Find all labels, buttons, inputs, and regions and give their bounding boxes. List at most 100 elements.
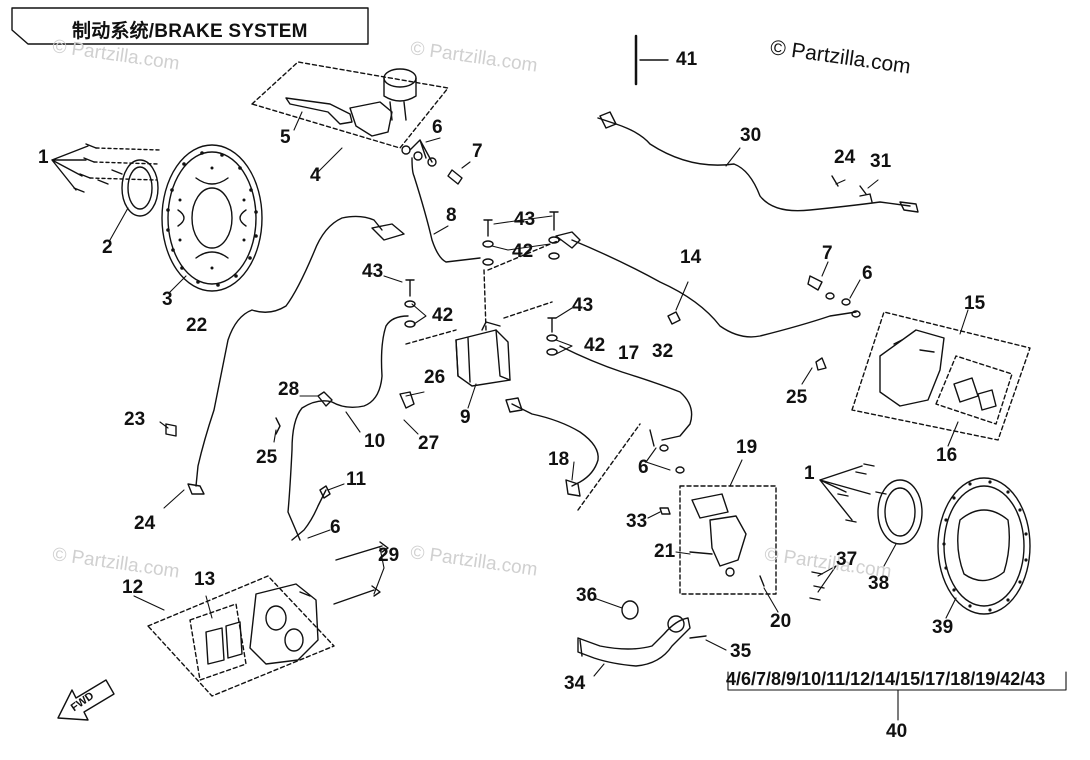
callout-6: 6 <box>638 457 649 478</box>
front-caliper-box <box>147 575 335 697</box>
callout-43: 43 <box>362 261 384 282</box>
front-caliper <box>249 583 319 665</box>
callout-37: 37 <box>836 549 858 570</box>
front-brake-disc <box>161 144 263 292</box>
callout-7: 7 <box>472 141 483 162</box>
callout-1: 1 <box>804 463 815 484</box>
callout-24: 24 <box>134 513 156 534</box>
callout-43: 43 <box>572 295 594 316</box>
front-brake-pads <box>205 621 243 665</box>
callout-42: 42 <box>432 305 454 326</box>
callout-9: 9 <box>460 407 471 428</box>
rear-banjo-washers <box>649 429 685 474</box>
front-disc-bolts <box>51 143 161 193</box>
callout-43: 43 <box>514 209 536 230</box>
callout-19: 19 <box>736 437 758 458</box>
rear-disc-bolts <box>819 463 887 523</box>
callout-2: 2 <box>102 237 113 258</box>
callout-42: 42 <box>584 335 606 356</box>
rear-master-box <box>679 485 777 595</box>
callout-10: 10 <box>364 431 386 452</box>
callout-36: 36 <box>576 585 598 606</box>
callout-41: 41 <box>676 49 698 70</box>
callout-15: 15 <box>964 293 986 314</box>
spring-36 <box>621 600 639 620</box>
callout-23: 23 <box>124 409 146 430</box>
callout-34: 34 <box>564 673 586 694</box>
brake-line-10 <box>287 315 409 541</box>
callout-32: 32 <box>652 341 674 362</box>
front-tone-ring <box>121 159 159 217</box>
diagram-title: 制动系统/BRAKE SYSTEM <box>72 21 308 42</box>
rear-tone-ring <box>877 479 923 545</box>
callout-24: 24 <box>834 147 856 168</box>
callout-6: 6 <box>330 517 341 538</box>
bolt-33 <box>659 507 671 515</box>
title-frame <box>11 7 369 45</box>
pin-21 <box>689 551 713 555</box>
callout-20: 20 <box>770 611 792 632</box>
brake-pedal <box>577 615 691 667</box>
master-cylinder-box <box>251 61 449 149</box>
sensor-cable-30 <box>597 117 911 212</box>
callout-18: 18 <box>548 449 570 470</box>
callout-4: 4 <box>310 165 321 186</box>
rear-brake-disc <box>937 477 1031 615</box>
callout-25: 25 <box>256 447 278 468</box>
brake-line-17 <box>559 345 693 441</box>
brake-line-8 <box>411 157 481 263</box>
brake-line-14 <box>571 239 857 338</box>
callout-42: 42 <box>512 241 534 262</box>
rear-brake-pads <box>953 377 997 411</box>
bolt-35 <box>689 635 707 639</box>
callout-26: 26 <box>424 367 446 388</box>
callout-39: 39 <box>932 617 954 638</box>
abs-modulator <box>455 321 511 387</box>
callout-25: 25 <box>786 387 808 408</box>
callout-21: 21 <box>654 541 676 562</box>
sensor-cable-22 <box>195 215 383 487</box>
fwd-arrow <box>57 679 115 721</box>
banjo-washers-front <box>401 139 463 185</box>
callout-27: 27 <box>418 433 440 454</box>
callout-16: 16 <box>936 445 958 466</box>
pin-20 <box>759 575 765 587</box>
callout-28: 28 <box>278 379 300 400</box>
caliper-bolt-upper <box>335 541 389 561</box>
bolt-25-rear <box>815 357 827 371</box>
callout-1: 1 <box>38 147 49 168</box>
callout-13: 13 <box>194 569 216 590</box>
caliper-bolt-lower <box>333 585 381 605</box>
callout-17: 17 <box>618 343 640 364</box>
callout-12: 12 <box>122 577 144 598</box>
callout-7: 7 <box>822 243 833 264</box>
rear-caliper-box <box>851 311 1031 441</box>
rear-banjo <box>807 275 861 318</box>
abs-bolts <box>404 211 581 356</box>
brake-line-11 <box>291 489 327 541</box>
rear-caliper <box>879 329 945 407</box>
front-pads-box <box>189 603 247 681</box>
rear-master-cylinder <box>691 493 747 577</box>
sensor-cable-18 <box>511 403 599 487</box>
callout-6: 6 <box>862 263 873 284</box>
callout-31: 31 <box>870 151 892 172</box>
callout-22: 22 <box>186 315 208 336</box>
callout-29: 29 <box>378 545 400 566</box>
callout-33: 33 <box>626 511 648 532</box>
callout-11: 11 <box>346 469 367 490</box>
callout-38: 38 <box>868 573 890 594</box>
callout-6: 6 <box>432 117 443 138</box>
rear-small-bolts <box>809 571 825 601</box>
callout-14: 14 <box>680 247 702 268</box>
callout-30: 30 <box>740 125 762 146</box>
front-master-cylinder <box>285 68 417 137</box>
callout-35: 35 <box>730 641 752 662</box>
clips-24-31 <box>831 175 867 195</box>
callout-40: 40 <box>886 721 908 742</box>
callout-3: 3 <box>162 289 173 310</box>
kit-part-list: 4/6/7/8/9/10/11/12/14/15/17/18/19/42/43 <box>726 669 1046 689</box>
rear-pads-box <box>935 355 1013 425</box>
